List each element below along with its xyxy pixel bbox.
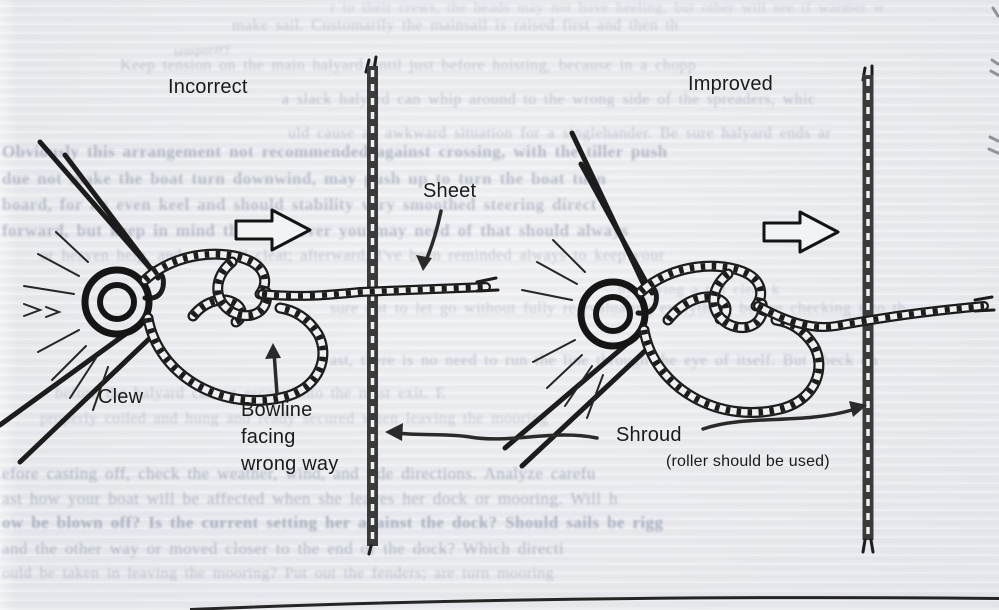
bleed-text-line: Obviously this arrangement not recommend…: [2, 142, 668, 161]
bowline-label-line3: wrong way: [241, 453, 339, 475]
bleed-text-line: properly coiled and hung and ready secur…: [40, 410, 549, 427]
improved-label: Improved: [688, 73, 773, 95]
bleed-text-line: uld cause an awkward situation for a sin…: [288, 125, 832, 142]
bleed-text-line: board, for an even keel and should stabi…: [2, 195, 597, 214]
bleed-text-line: a slack halyard can whip around to the w…: [282, 91, 816, 108]
bleed-text-line: forward, but keep in mind that whatever …: [2, 221, 629, 240]
right-sail-clew-lines: [502, 130, 659, 469]
shroud-label: Shroud: [616, 424, 682, 446]
shroud-pointer-arrow-right: [701, 401, 867, 431]
bleed-text-line: ow be blown off? Is the current setting …: [2, 513, 664, 532]
right-shroud-line: [861, 64, 875, 554]
right-clew-ring: [577, 278, 649, 350]
left-bowline-knot: [139, 248, 329, 406]
shroud-pointer-arrow-left: [385, 423, 599, 441]
left-sail-clew-lines: [0, 139, 166, 465]
left-shroud-line: [364, 55, 378, 556]
bleed-text-line: due not make the boat turn downwind, may…: [2, 169, 607, 188]
page-bottom-edge: [189, 596, 999, 610]
left-sheet-rope: [257, 276, 500, 301]
left-direction-arrow-icon: [234, 208, 312, 252]
bleed-text-line: before the halyard cannot escape into th…: [55, 385, 446, 402]
scan-edge-artifacts: [987, 6, 999, 155]
bleed-text-line: efore casting off, check the weather, wi…: [2, 464, 596, 483]
bleed-text-line: Keep tension on the main halyard until j…: [120, 57, 697, 74]
bowline-label-line2: facing: [241, 426, 296, 448]
bowline-label-line1: Bowline: [241, 399, 313, 421]
sheet-label: Sheet: [423, 180, 477, 202]
bleed-text-line: r to their crews, the heads may not have…: [330, 0, 885, 16]
bowline-label: Bowline facing wrong way: [241, 397, 338, 478]
shroud-note-label: (roller should be used): [666, 453, 830, 470]
incorrect-label: Incorrect: [168, 76, 248, 98]
bowline-pointer-arrow: [265, 343, 281, 396]
right-direction-arrow-icon: [762, 210, 840, 254]
clew-label: Clew: [98, 386, 144, 408]
left-sunburst-rays: [23, 231, 109, 411]
bleed-text-line: and the other way or moved closer to the…: [2, 539, 564, 558]
right-sheet-rope: [753, 295, 996, 332]
bleed-text-line: make sail. Customarily the mainsail is r…: [232, 17, 679, 34]
left-clew-ring: [81, 266, 153, 338]
right-bowline-knot: [635, 260, 825, 418]
right-sunburst-rays: [521, 239, 604, 419]
bleed-text-line: ould be taken in leaving the mooring? Pu…: [2, 565, 554, 582]
sheet-pointer-arrow: [416, 209, 443, 271]
bleed-text-line: ast how your boat will be affected when …: [2, 489, 618, 508]
